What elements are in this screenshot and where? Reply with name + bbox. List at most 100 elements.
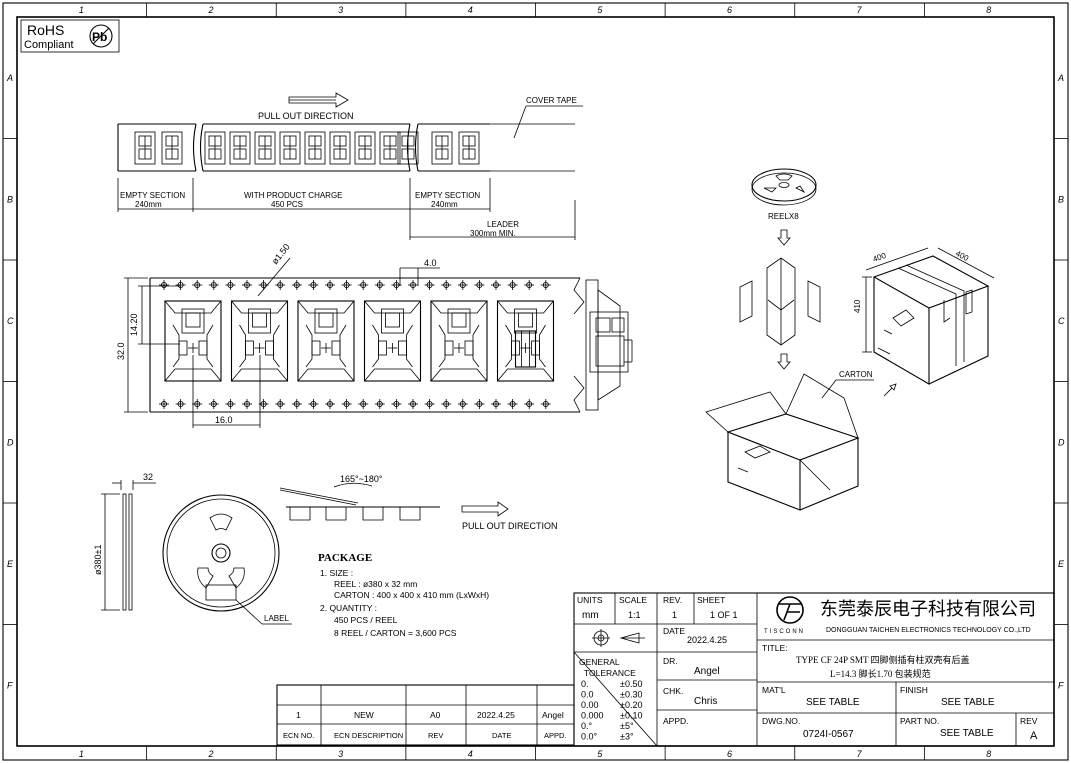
zone-col-label: 1 bbox=[79, 749, 84, 759]
sprocket-hole bbox=[408, 399, 418, 409]
tape-pocket bbox=[397, 131, 419, 165]
chk-label: CHK. bbox=[663, 686, 683, 696]
qty-per-reel: 450 PCS / REEL bbox=[334, 615, 398, 625]
dim-400-b: 400 bbox=[954, 249, 970, 263]
carrier-tape-detail: ø1.50 4.0 32.0 14.20 16.0 bbox=[116, 242, 633, 428]
ecn-no: 1 bbox=[296, 710, 301, 720]
sprocket-hole bbox=[192, 399, 203, 409]
carrier-pocket bbox=[496, 300, 555, 382]
tape-pockets bbox=[134, 131, 480, 165]
qty-per-carton: 8 REEL / CARTON = 3,600 PCS bbox=[334, 628, 457, 638]
tape-pocket bbox=[304, 131, 326, 165]
sprocket-hole bbox=[491, 280, 501, 290]
tol-format: 0.000 bbox=[581, 711, 604, 721]
tol-format: 0. bbox=[581, 679, 589, 689]
sprocket-hole bbox=[474, 399, 485, 409]
rev-label: REV. bbox=[663, 595, 682, 605]
sprocket-hole bbox=[325, 280, 335, 290]
peel-pull-out-label: PULL OUT DIRECTION bbox=[462, 521, 558, 531]
tape-pocket bbox=[379, 131, 401, 165]
ecn-date: 2022.4.25 bbox=[477, 710, 515, 720]
zone-col-label: 6 bbox=[727, 5, 732, 15]
ecn-table: 1 NEW A0 2022.4.25 Angel ECN NO. ECN DES… bbox=[276, 684, 575, 746]
sprocket-hole bbox=[507, 399, 518, 409]
title-block: UNITS mm SCALE 1:1 REV. 1 SHEET 1 OF 1 D… bbox=[573, 592, 1055, 747]
rev-value: 1 bbox=[672, 610, 677, 620]
sheet-value: 1 OF 1 bbox=[710, 610, 738, 620]
sprocket-hole bbox=[441, 280, 452, 290]
arrow-right-icon bbox=[461, 501, 509, 517]
carrier-pocket bbox=[430, 300, 488, 382]
units-value: mm bbox=[582, 610, 599, 621]
tol-value: ±0.10 bbox=[620, 711, 642, 721]
reel-width-dim: 32 bbox=[143, 472, 153, 482]
zone-col-label: 7 bbox=[857, 749, 863, 759]
rohs-title: RoHS bbox=[27, 22, 64, 38]
dwg-label: DWG.NO. bbox=[762, 716, 800, 726]
sprocket-hole bbox=[175, 399, 186, 409]
sprocket-hole bbox=[192, 280, 203, 290]
empty-left-label: EMPTY SECTION bbox=[120, 191, 185, 200]
zone-row-label: C bbox=[7, 316, 14, 326]
sprocket-hole bbox=[291, 399, 302, 409]
sprocket-hole bbox=[507, 280, 518, 290]
carrier-pocket bbox=[230, 300, 289, 382]
tol-value: ±0.50 bbox=[620, 679, 642, 689]
company-name-cn: 东莞泰辰电子科技有限公司 bbox=[820, 599, 1036, 619]
scale-value: 1:1 bbox=[628, 610, 641, 620]
tape-pocket bbox=[254, 131, 276, 165]
with-product-label: WITH PRODUCT CHARGE bbox=[244, 191, 343, 200]
dim-410: 410 bbox=[853, 299, 862, 313]
ecn-h-desc: ECN DESCRIPTION bbox=[334, 731, 403, 740]
sprocket-hole bbox=[457, 280, 468, 290]
pb-free-icon bbox=[89, 24, 113, 48]
zone-col-label: 2 bbox=[207, 5, 213, 15]
units-label: UNITS bbox=[577, 595, 603, 605]
tol-format: 0.0 bbox=[581, 690, 594, 700]
dwg-value: 0724I-0567 bbox=[803, 729, 854, 740]
sprocket-holes bbox=[159, 280, 551, 409]
sprocket-hole bbox=[524, 280, 535, 290]
zone-col-label: 1 bbox=[79, 5, 84, 15]
title-label: TITLE: bbox=[762, 643, 788, 653]
quantity-heading: 2. QUANTITY : bbox=[320, 603, 377, 613]
reel-iso-icon bbox=[751, 168, 817, 202]
dr-value: Angel bbox=[694, 666, 720, 677]
package-title: PACKAGE bbox=[318, 552, 372, 564]
carton-label: CARTON bbox=[839, 370, 873, 379]
tolerance-label: TOLERANCE bbox=[584, 668, 636, 678]
zone-col-label: 6 bbox=[727, 749, 732, 759]
date-value: 2022.4.25 bbox=[687, 635, 727, 645]
size-heading: 1. SIZE : bbox=[320, 568, 353, 578]
tape-strip: PULL OUT DIRECTION COVER TAPE EMPTY SECT… bbox=[117, 92, 583, 240]
sprocket-hole bbox=[291, 280, 302, 290]
zone-col-label: 7 bbox=[857, 5, 863, 15]
pitch-dim: 4.0 bbox=[424, 258, 437, 268]
matl-value: SEE TABLE bbox=[806, 697, 860, 708]
pocket-offset-dim: 14.20 bbox=[129, 313, 139, 336]
ecn-h-no: ECN NO. bbox=[283, 731, 314, 740]
empty-right-length: 240mm bbox=[431, 200, 458, 209]
reel-size: REEL : ø380 x 32 mm bbox=[334, 579, 417, 589]
tol-value: ±0.20 bbox=[620, 700, 642, 710]
carrier-pocket bbox=[363, 300, 422, 382]
zone-col-label: 8 bbox=[986, 749, 991, 759]
general-label: GENERAL bbox=[579, 657, 620, 667]
tape-pocket bbox=[229, 131, 251, 165]
reelx8-label: REELX8 bbox=[768, 212, 799, 221]
tol-format: 0.0° bbox=[581, 732, 598, 742]
sprocket-hole bbox=[540, 399, 551, 409]
arrow-right-icon bbox=[288, 92, 349, 108]
rev2-label: REV bbox=[1020, 716, 1038, 726]
zone-col-label: 2 bbox=[207, 749, 213, 759]
tape-pocket bbox=[354, 131, 376, 165]
sprocket-hole bbox=[524, 399, 535, 409]
finish-value: SEE TABLE bbox=[941, 697, 995, 708]
finish-label: FINISH bbox=[900, 685, 928, 695]
empty-left-length: 240mm bbox=[135, 200, 162, 209]
zone-row-label: B bbox=[7, 194, 13, 204]
reel-side-view: 32 ø380±1 bbox=[93, 472, 156, 611]
sprocket-hole bbox=[391, 399, 402, 409]
zone-row-label: B bbox=[1058, 194, 1064, 204]
